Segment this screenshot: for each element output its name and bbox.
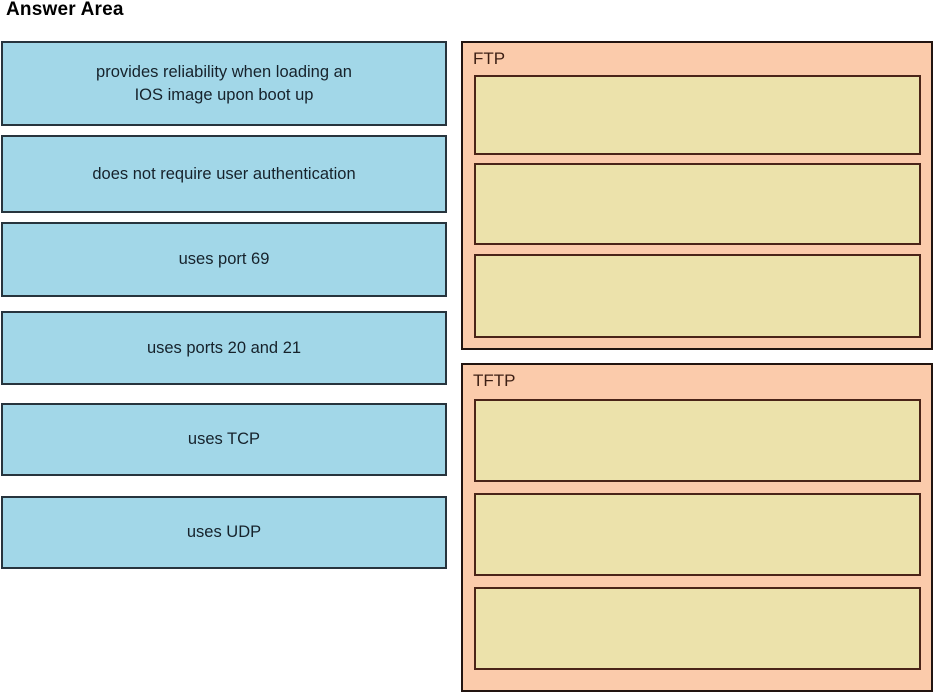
source-tile-label: uses UDP (186, 523, 262, 541)
source-tile[interactable]: uses port 69 (1, 222, 447, 297)
drop-group-title: TFTP (473, 371, 516, 390)
drop-slot[interactable] (474, 75, 921, 155)
drop-group-list: FTP TFTP (461, 41, 933, 692)
source-tile[interactable]: uses UDP (1, 496, 447, 569)
drop-group-tftp: TFTP (461, 363, 933, 692)
source-tile[interactable]: uses TCP (1, 403, 447, 476)
source-tile[interactable]: provides reliability when loading an IOS… (1, 41, 447, 126)
source-tile-list: provides reliability when loading an IOS… (1, 41, 449, 574)
drop-slot[interactable] (474, 254, 921, 338)
drop-slot[interactable] (474, 493, 921, 576)
source-tile[interactable]: uses ports 20 and 21 (1, 311, 447, 385)
source-tile-label: does not require user authentication (92, 164, 356, 183)
source-tile-label: uses port 69 (178, 250, 270, 268)
source-tile[interactable]: does not require user authentication (1, 135, 447, 213)
source-tile-label: provides reliability when loading an IOS… (96, 62, 352, 104)
drop-slot[interactable] (474, 399, 921, 482)
drop-group-ftp: FTP (461, 41, 933, 350)
drop-group-title: FTP (473, 49, 506, 68)
drop-slot[interactable] (474, 163, 921, 245)
source-tile-label: uses TCP (187, 430, 261, 448)
source-tile-label: uses ports 20 and 21 (146, 338, 302, 357)
drop-slot[interactable] (474, 587, 921, 670)
page-title: Answer Area (6, 0, 124, 20)
